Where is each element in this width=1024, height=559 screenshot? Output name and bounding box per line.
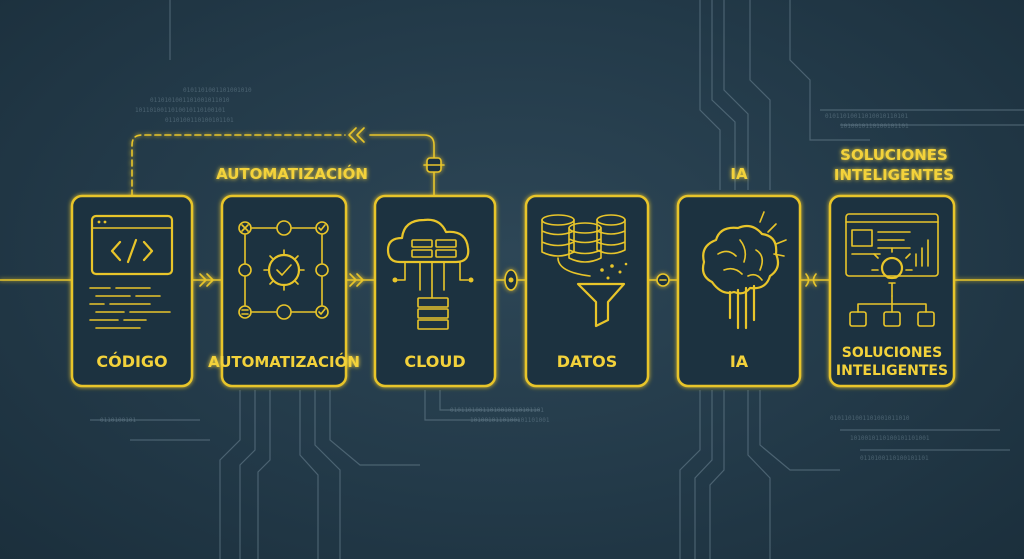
card-cloud: CLOUD [373, 194, 497, 388]
code-window-icon [90, 214, 174, 276]
card-label-automatizacion: AUTOMATIZACIÓN [208, 352, 360, 371]
svg-text:0101101001101001011010: 0101101001101001011010 [830, 415, 910, 422]
svg-text:1011010011010010110100101: 1011010011010010110100101 [135, 107, 226, 114]
top-label-ia: IA [730, 165, 748, 183]
svg-text:0110100110100101101: 0110100110100101101 [165, 117, 234, 124]
top-label-soluciones-line2: INTELIGENTES [834, 166, 954, 184]
brain-icon [701, 211, 787, 330]
arrow-connector-1 [199, 273, 214, 287]
card-label-ia: IA [730, 352, 749, 371]
card-datos: DATOS [524, 194, 650, 388]
code-lines-icon [89, 287, 171, 329]
database-funnel-icon [541, 214, 628, 328]
card-ia: IA [676, 194, 802, 388]
top-label-soluciones-line1: SOLUCIONES [840, 146, 948, 164]
card-label-soluciones-line2: INTELIGENTES [836, 363, 948, 379]
link-connector-icon [656, 273, 670, 287]
gear-connector-icon [504, 269, 518, 291]
card-label-soluciones-line1: SOLUCIONES [842, 345, 943, 361]
svg-text:0110100110100101101: 0110100110100101101 [860, 455, 929, 462]
card-soluciones: SOLUCIONES INTELIGENTES [828, 194, 956, 388]
svg-text:01011010011010010110101: 01011010011010010110101 [825, 113, 908, 120]
svg-text:01011010011010010110101101: 01011010011010010110101101 [450, 407, 544, 414]
card-label-codigo: CÓDIGO [96, 352, 167, 371]
svg-text:0101101001101001010: 0101101001101001010 [183, 87, 252, 94]
card-label-datos: DATOS [557, 352, 617, 371]
arrow-connector-2 [349, 273, 364, 287]
svg-text:1010010110100101101001: 1010010110100101101001 [850, 435, 930, 442]
svg-text:0110101001101001011010: 0110101001101001011010 [150, 97, 230, 104]
background-circuit-traces: 0101101001101001010 01101010011010010110… [90, 0, 1024, 559]
feedback-loop-line [131, 134, 346, 197]
svg-text:1010010110100101101: 1010010110100101101 [840, 123, 909, 130]
top-label-automatizacion: AUTOMATIZACIÓN [216, 164, 368, 183]
dashboard-lightbulb-icon [845, 213, 939, 327]
svg-text:0110100101: 0110100101 [100, 417, 137, 424]
automation-gears-icon [238, 220, 329, 320]
card-automatizacion: AUTOMATIZACIÓN [208, 194, 360, 388]
cable-connector-icon [805, 273, 817, 287]
svg-text:1010010110100101101001: 1010010110100101101001 [470, 417, 550, 424]
diagram-main: CÓDIGO [0, 127, 1024, 388]
plug-connector-icon [423, 157, 445, 173]
double-chevron-left-icon [348, 127, 365, 143]
cloud-server-icon [386, 218, 474, 330]
card-label-cloud: CLOUD [404, 352, 465, 371]
card-codigo: CÓDIGO [70, 194, 194, 388]
